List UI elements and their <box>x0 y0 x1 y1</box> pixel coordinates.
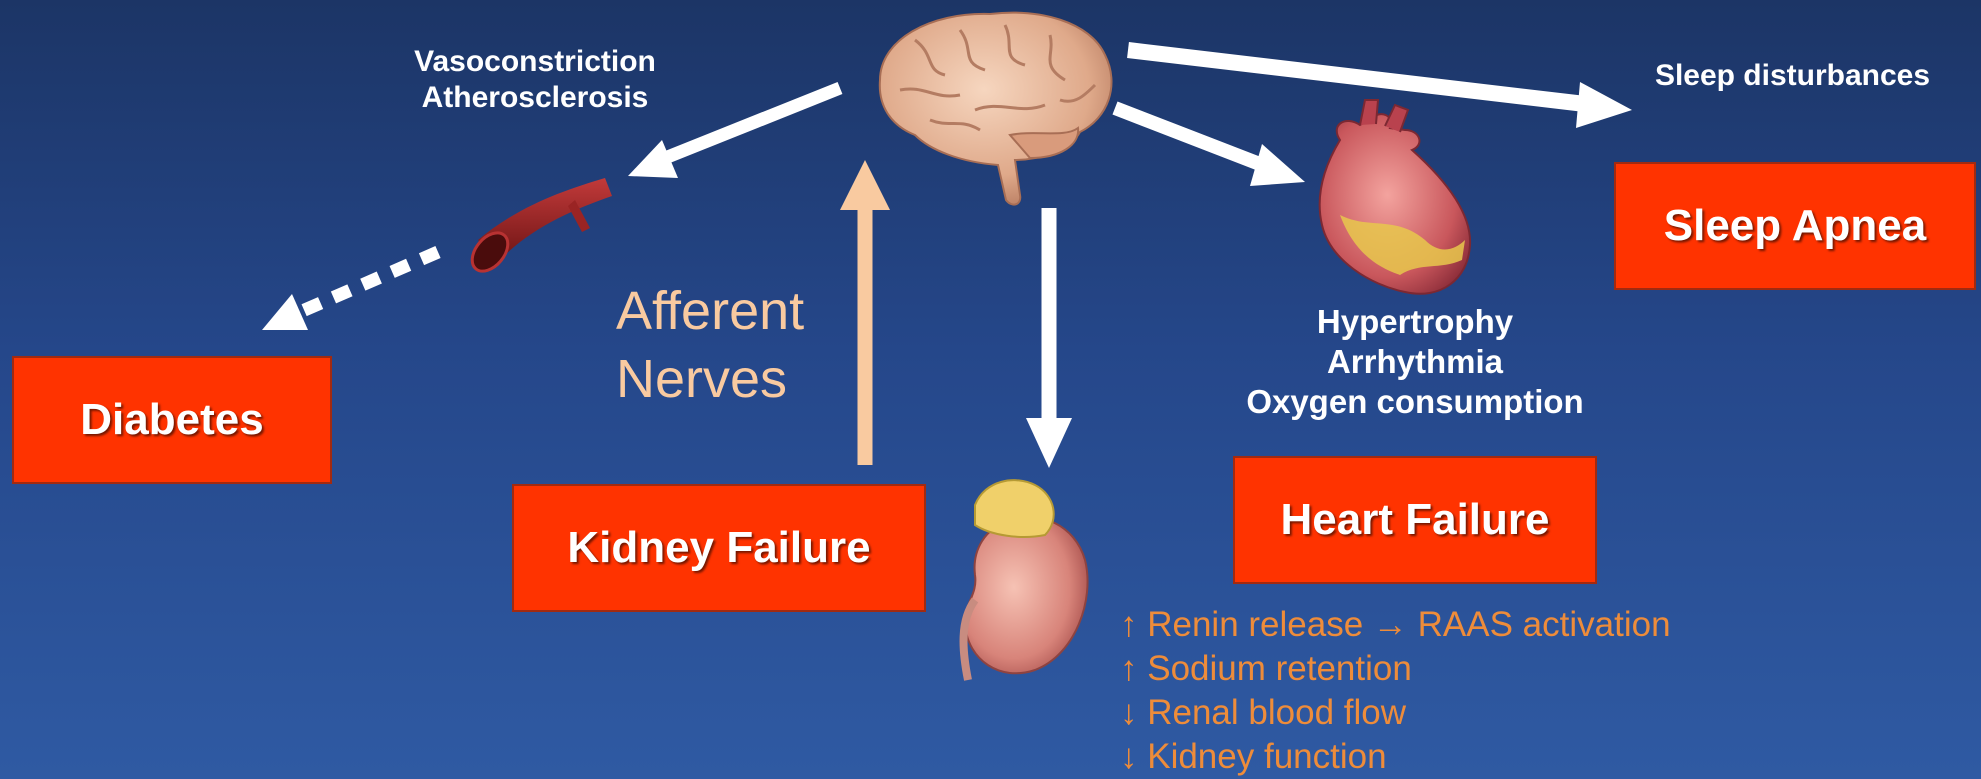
hypertrophy-text: Hypertrophy <box>1200 302 1630 342</box>
sleep-apnea-box: Sleep Apnea <box>1614 162 1976 290</box>
sleep-apnea-label: Sleep Apnea <box>1664 201 1926 251</box>
diabetes-label: Diabetes <box>80 395 263 445</box>
diabetes-box: Diabetes <box>12 356 332 484</box>
arrhythmia-text: Arrhythmia <box>1200 342 1630 382</box>
heart-failure-box: Heart Failure <box>1233 456 1597 584</box>
list-item: ↓ Renal blood flow <box>1120 691 1671 735</box>
afferent-text: Afferent <box>616 278 804 346</box>
vasoconstriction-text: Vasoconstriction <box>360 44 710 80</box>
arrow-brain-to-kidney <box>1026 208 1072 468</box>
heart-illustration <box>1320 100 1470 294</box>
arrow-vessel-to-diabetes <box>262 252 438 330</box>
sleep-disturbances-text: Sleep disturbances <box>1620 58 1965 94</box>
list-item: ↓ Kidney function <box>1120 735 1671 779</box>
vessel-effects-label: Vasoconstriction Atherosclerosis <box>360 44 710 116</box>
list-item: ↑ Sodium retention <box>1120 647 1671 691</box>
nerves-text: Nerves <box>616 346 804 414</box>
atherosclerosis-text: Atherosclerosis <box>360 80 710 116</box>
brain-illustration <box>880 13 1112 205</box>
arrow-brain-to-heart <box>1115 108 1305 186</box>
blood-vessel-illustration <box>465 178 612 278</box>
heart-failure-label: Heart Failure <box>1281 495 1550 545</box>
arrow-afferent-up <box>840 160 890 465</box>
heart-effects-label: Hypertrophy Arrhythmia Oxygen consumptio… <box>1200 302 1630 422</box>
kidney-failure-box: Kidney Failure <box>512 484 926 612</box>
kidney-illustration <box>964 480 1088 680</box>
afferent-nerves-label: Afferent Nerves <box>616 278 804 413</box>
list-item: ↑ Renin release → RAAS activation <box>1120 603 1671 647</box>
kidney-effects-list: ↑ Renin release → RAAS activation ↑ Sodi… <box>1120 603 1671 779</box>
kidney-failure-label: Kidney Failure <box>567 523 870 573</box>
oxygen-consumption-text: Oxygen consumption <box>1200 382 1630 422</box>
